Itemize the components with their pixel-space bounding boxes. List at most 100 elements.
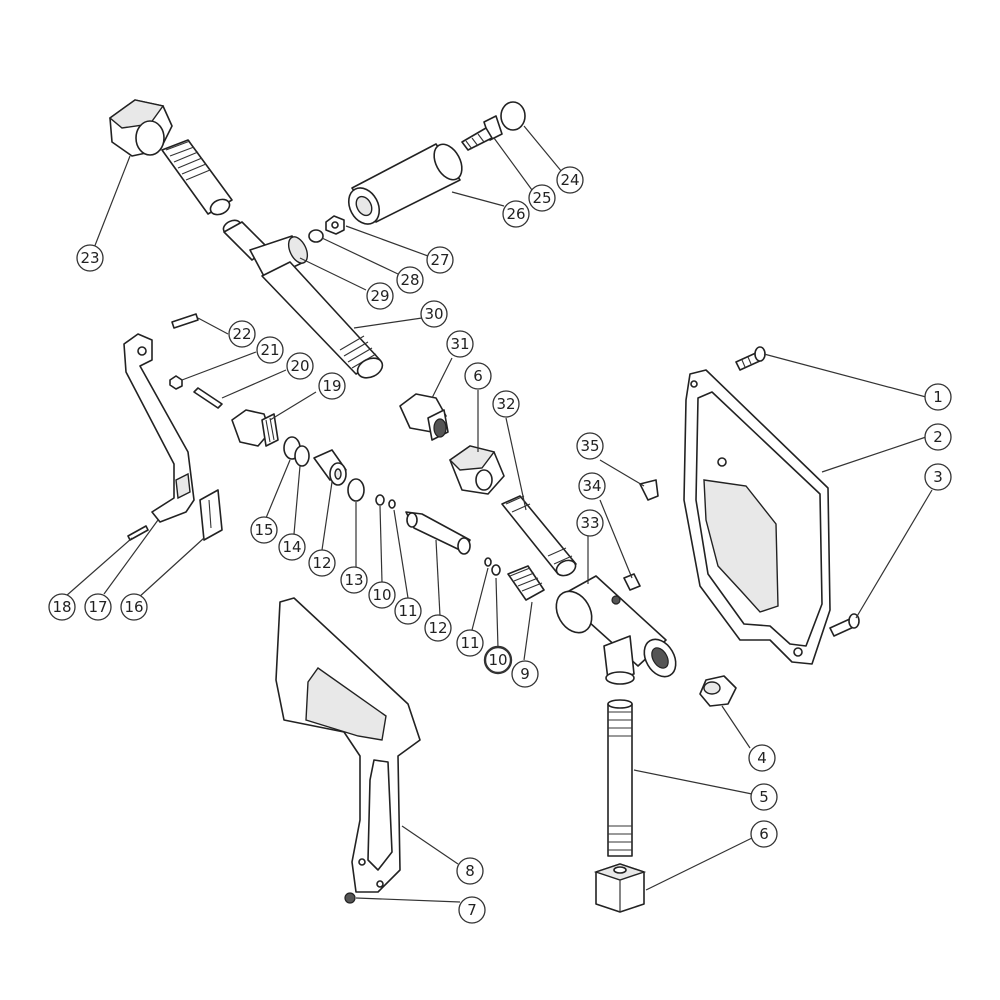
callout-27: 27 — [426, 246, 454, 274]
svg-text:31: 31 — [450, 335, 469, 353]
part-23-threaded-pipe — [161, 139, 233, 216]
part-25-bolt — [461, 115, 503, 151]
callout-12-a: 12 — [308, 549, 336, 577]
callout-10-b: 10 — [483, 645, 513, 675]
part-10-oring — [375, 494, 385, 506]
svg-text:34: 34 — [582, 477, 601, 495]
part-34-set-screw — [623, 573, 641, 591]
svg-text:4: 4 — [757, 749, 767, 767]
part-3-screw — [829, 613, 860, 637]
svg-text:2: 2 — [933, 428, 943, 446]
svg-text:12: 12 — [312, 554, 331, 572]
callout-6-bottom: 6 — [750, 820, 778, 848]
part-35-clip — [639, 479, 659, 501]
part-26-handle-tube — [347, 143, 463, 225]
leader-lines — [65, 125, 933, 903]
svg-text:3: 3 — [933, 468, 943, 486]
callout-13: 13 — [340, 566, 368, 594]
callout-5: 5 — [750, 783, 778, 811]
callout-18: 18 — [48, 593, 76, 621]
svg-text:25: 25 — [532, 189, 551, 207]
callout-29: 29 — [366, 282, 394, 310]
svg-text:35: 35 — [580, 437, 599, 455]
svg-text:33: 33 — [580, 514, 599, 532]
callout-2: 2 — [924, 423, 952, 451]
svg-text:7: 7 — [467, 901, 477, 919]
callout-15: 15 — [250, 516, 278, 544]
svg-text:6: 6 — [759, 825, 769, 843]
svg-text:12: 12 — [428, 619, 447, 637]
part-1-screw — [735, 346, 766, 371]
callout-11-b: 11 — [456, 629, 484, 657]
svg-text:29: 29 — [370, 287, 389, 305]
callout-14: 14 — [278, 533, 306, 561]
svg-text:17: 17 — [88, 598, 107, 616]
part-7-nut — [344, 892, 356, 904]
callout-1: 1 — [924, 383, 952, 411]
svg-text:21: 21 — [260, 341, 279, 359]
part-11-oring — [388, 499, 396, 509]
part-2-cover — [683, 369, 831, 665]
callout-11-a: 11 — [394, 597, 422, 625]
part-24-cap — [500, 101, 526, 131]
callout-4: 4 — [748, 744, 776, 772]
svg-text:30: 30 — [424, 305, 443, 323]
part-32-nipple — [501, 495, 577, 577]
part-17-lever — [123, 333, 195, 523]
part-14-ring — [294, 445, 310, 467]
svg-text:1: 1 — [933, 388, 943, 406]
callout-31: 31 — [446, 330, 474, 358]
callout-17: 17 — [84, 593, 112, 621]
part-11-oring-2 — [484, 557, 492, 567]
svg-text:6: 6 — [473, 367, 483, 385]
part-6-hex-nut-middle — [448, 445, 505, 495]
callout-8: 8 — [456, 857, 484, 885]
callout-9: 9 — [511, 660, 539, 688]
callout-10-a: 10 — [368, 581, 396, 609]
callout-12-b: 12 — [424, 614, 452, 642]
callout-16: 16 — [120, 593, 148, 621]
svg-text:27: 27 — [430, 251, 449, 269]
svg-text:22: 22 — [232, 325, 251, 343]
callout-30: 30 — [420, 300, 448, 328]
part-21-nut — [169, 375, 183, 390]
part-20-pin — [193, 387, 223, 409]
svg-text:24: 24 — [560, 171, 579, 189]
svg-text:19: 19 — [322, 377, 341, 395]
callout-33: 33 — [576, 509, 604, 537]
callout-28: 28 — [396, 266, 424, 294]
part-9-spring — [507, 565, 545, 601]
part-28-washer — [308, 229, 324, 243]
part-4-plug — [699, 675, 737, 707]
svg-text:26: 26 — [506, 205, 525, 223]
svg-text:20: 20 — [290, 357, 309, 375]
svg-text:23: 23 — [80, 249, 99, 267]
callout-24: 24 — [556, 166, 584, 194]
part-31-fitting — [399, 393, 449, 441]
part-22-pin — [171, 313, 199, 329]
svg-text:32: 32 — [496, 395, 515, 413]
part-5-nipple — [607, 699, 633, 857]
part-16-clip — [199, 489, 223, 541]
part-19-plug — [231, 409, 279, 447]
svg-text:11: 11 — [398, 602, 417, 620]
part-13-ring — [347, 478, 365, 502]
part-30-tube — [222, 219, 384, 379]
svg-text:5: 5 — [759, 788, 769, 806]
svg-text:10: 10 — [372, 586, 391, 604]
callout-32: 32 — [492, 390, 520, 418]
callout-19: 19 — [318, 372, 346, 400]
part-33-tee-body — [555, 575, 677, 685]
part-23-hex-nut — [108, 99, 173, 157]
svg-text:8: 8 — [465, 862, 475, 880]
svg-text:13: 13 — [344, 571, 363, 589]
svg-text:28: 28 — [400, 271, 419, 289]
callout-3: 3 — [924, 463, 952, 491]
part-10-oring-2 — [491, 564, 501, 576]
part-12-valve-stem — [405, 511, 471, 555]
callout-23: 23 — [76, 244, 104, 272]
part-27-nut — [325, 215, 345, 235]
svg-text:16: 16 — [124, 598, 143, 616]
part-6-hex-nut-bottom — [593, 863, 647, 913]
